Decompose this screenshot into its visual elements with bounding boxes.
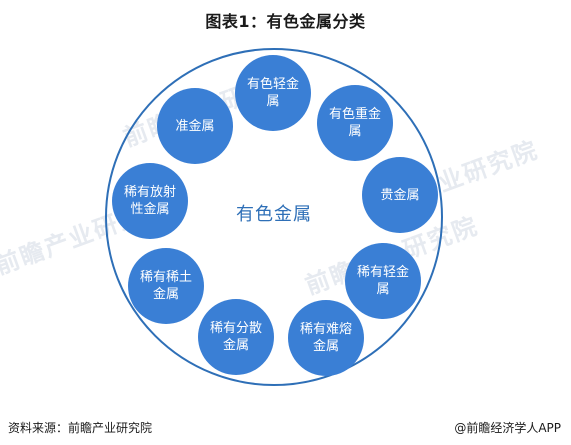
node-rare-dispersed-metal: 稀有分散金属 — [198, 299, 274, 375]
outer-ring — [105, 48, 443, 386]
center-label: 有色金属 — [236, 204, 312, 225]
brand-note: @前瞻经济学人APP — [454, 421, 561, 435]
node-rare-light-metal: 稀有轻金属 — [345, 243, 421, 319]
node-metalloid: 准金属 — [157, 88, 233, 164]
source-note: 资料来源：前瞻产业研究院 — [8, 421, 153, 435]
node-precious-metal: 贵金属 — [362, 157, 438, 233]
node-heavy-metal: 有色重金属 — [317, 85, 393, 161]
node-light-metal: 有色轻金属 — [235, 55, 311, 131]
node-rare-earth-metal: 稀有稀土金属 — [128, 248, 204, 324]
node-rare-radioactive-metal: 稀有放射性金属 — [112, 163, 188, 239]
node-rare-refractory-metal: 稀有难熔金属 — [288, 300, 364, 376]
figure-title: 图表1：有色金属分类 — [205, 12, 366, 31]
